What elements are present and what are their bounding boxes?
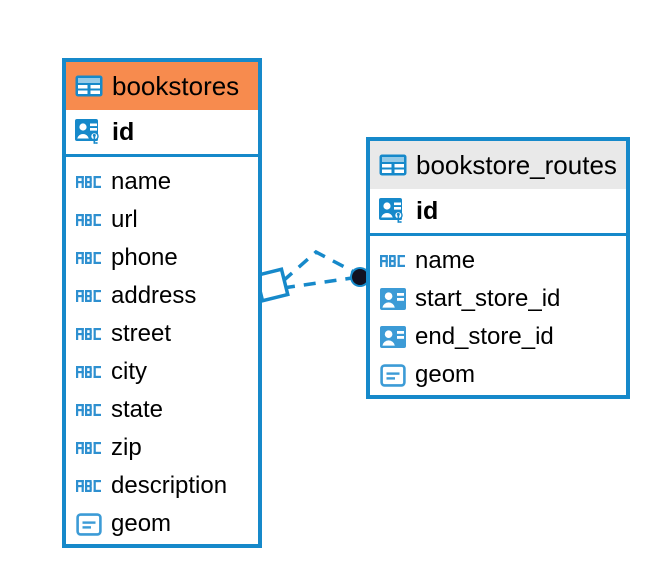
text-type-icon bbox=[76, 290, 101, 302]
field-row-primary-key[interactable]: id bbox=[370, 189, 626, 236]
field-row-zip[interactable]: zip bbox=[66, 429, 258, 467]
primary-key-icon bbox=[379, 198, 403, 223]
geometry-type-icon bbox=[76, 512, 102, 536]
primary-key-icon bbox=[75, 119, 99, 144]
field-label: address bbox=[111, 282, 197, 309]
field-label: description bbox=[111, 472, 228, 499]
field-label: state bbox=[111, 396, 164, 423]
field-label-primary-key: id bbox=[416, 196, 439, 225]
field-label: end_store_id bbox=[415, 323, 554, 350]
field-row-street[interactable]: street bbox=[66, 315, 258, 353]
field-list-bookstore-routes: name start_store_id bbox=[370, 236, 626, 400]
foreign-key-icon bbox=[380, 326, 406, 348]
text-type-icon bbox=[76, 214, 101, 226]
geometry-type-icon bbox=[380, 363, 406, 387]
relationship-line-1 bbox=[282, 276, 353, 290]
field-row-address[interactable]: address bbox=[66, 277, 258, 315]
entity-title-bookstores: bookstores bbox=[112, 71, 240, 101]
field-row-phone[interactable]: phone bbox=[66, 239, 258, 277]
field-row-city[interactable]: city bbox=[66, 353, 258, 391]
text-type-icon bbox=[380, 255, 405, 267]
field-row-description[interactable]: description bbox=[66, 467, 258, 505]
foreign-key-icon bbox=[380, 288, 406, 310]
field-row-state[interactable]: state bbox=[66, 391, 258, 429]
entity-title-bookstore-routes: bookstore_routes bbox=[416, 150, 617, 180]
field-row-end-store-id[interactable]: end_store_id bbox=[370, 318, 626, 356]
field-row-geom[interactable]: geom bbox=[370, 356, 626, 394]
field-label: city bbox=[111, 358, 147, 385]
text-type-icon bbox=[76, 366, 101, 378]
text-type-icon bbox=[76, 404, 101, 416]
field-list-bookstores: name url bbox=[66, 157, 258, 549]
text-type-icon bbox=[76, 176, 101, 188]
field-label: name bbox=[415, 247, 476, 274]
field-label: street bbox=[111, 320, 172, 347]
field-label: geom bbox=[415, 361, 476, 388]
field-label: zip bbox=[111, 434, 142, 461]
text-type-icon bbox=[76, 252, 101, 264]
field-row-primary-key[interactable]: id bbox=[66, 110, 258, 157]
field-label-primary-key: id bbox=[112, 117, 135, 146]
table-icon bbox=[75, 75, 103, 97]
field-label: phone bbox=[111, 244, 178, 271]
entity-bookstore-routes[interactable]: bookstore_routes id bbox=[366, 137, 630, 399]
entity-header-bookstores[interactable]: bookstores bbox=[66, 62, 258, 110]
field-row-geom[interactable]: geom bbox=[66, 505, 258, 543]
table-icon bbox=[379, 154, 407, 176]
entity-header-bookstore-routes[interactable]: bookstore_routes bbox=[370, 141, 626, 189]
field-label: url bbox=[111, 206, 138, 233]
field-row-start-store-id[interactable]: start_store_id bbox=[370, 280, 626, 318]
field-row-url[interactable]: url bbox=[66, 201, 258, 239]
text-type-icon bbox=[76, 442, 101, 454]
field-label: start_store_id bbox=[415, 285, 561, 312]
field-label: name bbox=[111, 168, 172, 195]
text-type-icon bbox=[76, 328, 101, 340]
relationship-line-2 bbox=[281, 249, 355, 283]
entity-bookstores[interactable]: bookstores id bbox=[62, 58, 262, 548]
field-row-name[interactable]: name bbox=[370, 242, 626, 280]
text-type-icon bbox=[76, 480, 101, 492]
field-label: geom bbox=[111, 510, 172, 537]
field-row-name[interactable]: name bbox=[66, 163, 258, 201]
